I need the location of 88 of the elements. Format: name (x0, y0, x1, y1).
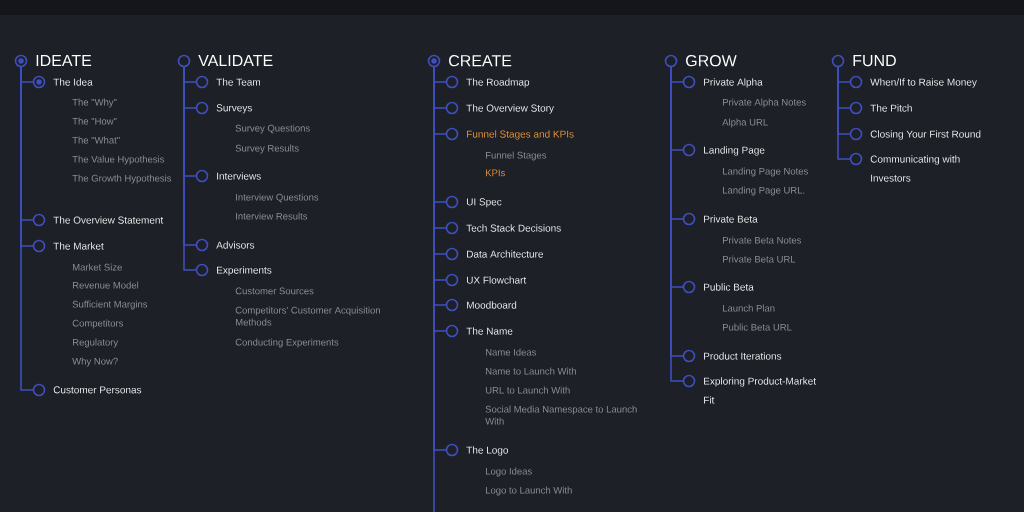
phase-heading: GROW (664, 54, 737, 68)
node-label: The Pitch (870, 104, 912, 112)
connector-line (20, 65, 35, 391)
sub-item-text: Regulatory (73, 338, 119, 348)
sub-item-text: Logo to Launch With (486, 486, 572, 496)
sub-item-text: The "What" (72, 136, 120, 144)
sub-item-text: Conducting Experiments (235, 338, 339, 348)
sub-item-text: Competitors' Customer Acquisition Methods (235, 306, 380, 326)
timeline-item: Exploring Product-Market Fit (682, 374, 816, 404)
sub-item-text: The Value Hypothesis (72, 155, 165, 165)
sub-item-text: Launch Plan (723, 304, 775, 312)
timeline-item: Public Beta (682, 280, 754, 294)
timeline-item: The Overview Story (445, 101, 554, 115)
timeline-item: The Pitch (849, 101, 912, 115)
node-label: Advisors (216, 241, 255, 249)
timeline-item: Private Alpha (682, 75, 763, 89)
sub-item-text: Logo Ideas (486, 467, 532, 477)
sub-item-text: Private Alpha Notes (723, 98, 806, 108)
timeline-item: Surveys (195, 101, 252, 115)
timeline-item: Product Iterations (682, 349, 782, 363)
node-label: Customer Personas (53, 386, 142, 394)
timeline-item: The Logo (445, 443, 509, 457)
timeline-item: The Team (195, 75, 260, 89)
timeline-item: The Name (445, 324, 513, 338)
sub-item-text: The "Why" (72, 98, 117, 108)
node-label: Closing Your First Round (870, 130, 981, 140)
timeline-item: UX Flowchart (445, 273, 527, 287)
timeline-item: Moodboard (445, 298, 517, 312)
timeline-item: Advisors (195, 238, 255, 252)
connector-line (433, 65, 448, 451)
sub-item-text: Competitors (72, 319, 124, 329)
node-label: The Overview Story (466, 104, 554, 114)
node-label: Tech Stack Decisions (466, 224, 561, 232)
timeline-item: Interviews (195, 169, 261, 183)
phase-heading: IDEATE (14, 54, 92, 68)
timeline-item: Funnel Stages and KPIs (445, 127, 574, 141)
timeline-item: Experiments (195, 263, 272, 277)
sub-item-text: The "How" (72, 117, 117, 125)
sub-item-text: Sufficient Margins (72, 300, 148, 310)
timeline-item: Customer Personas (32, 383, 142, 397)
sub-item-text: Landing Page URL. (723, 186, 805, 196)
sub-item-text: Name to Launch With (486, 367, 576, 375)
phase-heading: CREATE (427, 54, 512, 68)
node-label: When/If to Raise Money (870, 78, 977, 88)
timeline-item: When/If to Raise Money (849, 75, 977, 89)
connector-line (837, 65, 852, 160)
sub-item-text: Market Size (73, 263, 122, 271)
timeline-item: The Overview Statement (32, 213, 164, 227)
timeline-item: The Market (32, 239, 104, 253)
sub-item-text: Alpha URL (722, 118, 768, 128)
sub-item-text: Private Beta Notes (723, 236, 802, 244)
sub-item-text: Public Beta URL (723, 323, 792, 331)
sub-item-text: Funnel Stages (486, 151, 547, 161)
sub-item-text: KPIs (486, 169, 505, 177)
timeline-item: Private Beta (682, 212, 758, 226)
sub-item-text: Survey Results (235, 144, 299, 154)
sub-item-text: The Growth Hypothesis (72, 174, 172, 184)
node-label: Data Architecture (467, 250, 543, 258)
sub-item-text: Interview Questions (236, 193, 319, 203)
sub-item-text: Private Beta URL (723, 255, 796, 263)
sub-item-text: Revenue Model (73, 281, 139, 289)
timeline-item: Closing Your First Round (849, 127, 981, 141)
timeline-item: The Roadmap (445, 75, 530, 89)
sub-item-text: Name Ideas (486, 348, 537, 356)
node-label: The Team (216, 78, 261, 86)
sub-item-text: URL to Launch With (485, 386, 570, 394)
timeline-item: Tech Stack Decisions (445, 221, 561, 235)
node-label: Communicating with Investors (870, 155, 960, 182)
phase-heading: VALIDATE (177, 54, 273, 68)
node-label: UI Spec (466, 198, 502, 208)
sub-item-text: Survey Questions (235, 124, 310, 134)
node-label: UX Flowchart (466, 276, 527, 284)
sub-item-text: Landing Page Notes (723, 167, 808, 177)
timeline-item: The Idea (32, 75, 93, 89)
timeline-item: UI Spec (445, 195, 502, 209)
phase-heading: FUND (831, 54, 896, 68)
sub-item-text: Customer Sources (235, 287, 314, 295)
node-label: The Overview Statement (53, 216, 164, 224)
node-label: Exploring Product-Market Fit (704, 377, 816, 404)
sub-item-text: Social Media Namespace to Launch With (485, 405, 637, 425)
node-label: Moodboard (467, 301, 517, 309)
node-label: Product Iterations (704, 352, 782, 360)
node-label: The Roadmap (466, 78, 530, 88)
timeline-item: Communicating with Investors (849, 152, 960, 182)
sub-item-text: Interview Results (236, 212, 308, 220)
timeline-item: Landing Page (682, 143, 765, 157)
sub-item-text: Why Now? (72, 357, 118, 367)
timeline-item: Data Architecture (445, 247, 543, 261)
